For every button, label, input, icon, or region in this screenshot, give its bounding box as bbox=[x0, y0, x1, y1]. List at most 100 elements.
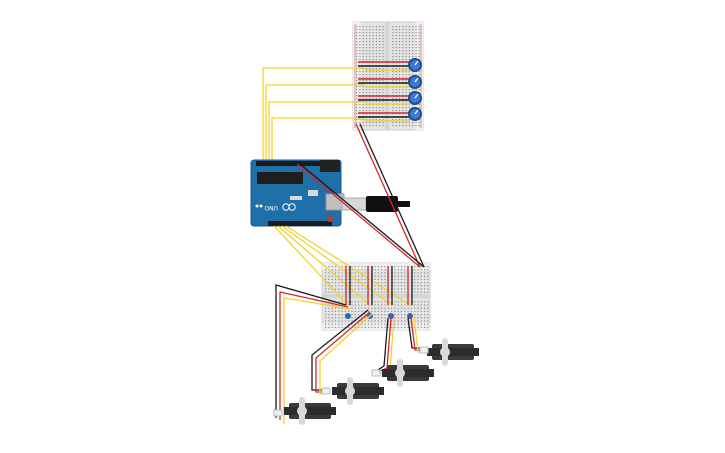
breadboard-hole bbox=[417, 317, 419, 319]
breadboard-hole bbox=[384, 314, 386, 316]
breadboard-hole bbox=[375, 59, 377, 61]
breadboard-hole bbox=[402, 89, 404, 91]
breadboard-hole bbox=[427, 275, 429, 277]
breadboard-hole bbox=[351, 310, 353, 312]
breadboard-hole bbox=[325, 314, 327, 316]
breadboard-hole bbox=[397, 291, 399, 293]
breadboard-hole bbox=[384, 291, 386, 293]
breadboard-hole bbox=[328, 275, 330, 277]
breadboard-hole bbox=[397, 310, 399, 312]
servo-motor[interactable] bbox=[321, 377, 384, 405]
breadboard-hole bbox=[382, 80, 384, 82]
breadboard-hole bbox=[417, 291, 419, 293]
breadboard-hole bbox=[372, 80, 374, 82]
breadboard-hole bbox=[361, 304, 363, 306]
breadboard-hole bbox=[398, 80, 401, 82]
breadboard-hole bbox=[414, 291, 416, 293]
breadboard-hole bbox=[369, 122, 371, 124]
breadboard-hole bbox=[398, 32, 401, 34]
potentiometer[interactable] bbox=[408, 107, 422, 121]
breadboard-hole bbox=[405, 53, 407, 55]
breadboard-hole bbox=[358, 326, 360, 328]
breadboard-hole bbox=[338, 282, 340, 284]
breadboard-hole bbox=[392, 50, 394, 52]
servo-motor[interactable] bbox=[273, 397, 336, 425]
breadboard-hole bbox=[397, 320, 399, 322]
breadboard-hole bbox=[331, 266, 333, 268]
breadboard-hole bbox=[392, 29, 394, 31]
breadboard-hole bbox=[354, 317, 356, 319]
breadboard-hole bbox=[382, 74, 384, 76]
breadboard-hole bbox=[395, 77, 397, 79]
breadboard-hole bbox=[392, 59, 394, 61]
breadboard-hole bbox=[361, 269, 363, 271]
breadboard-hole bbox=[394, 317, 396, 319]
breadboard-hole bbox=[364, 288, 366, 290]
breadboard-hole bbox=[365, 98, 368, 100]
breadboard-hole bbox=[397, 317, 399, 319]
potentiometer[interactable] bbox=[408, 58, 422, 72]
breadboard-hole bbox=[341, 282, 343, 284]
breadboard-hole bbox=[384, 272, 386, 274]
breadboard-hole bbox=[331, 291, 333, 293]
breadboard-hole bbox=[391, 310, 393, 312]
breadboard-hole bbox=[379, 56, 381, 58]
breadboard-hole bbox=[362, 104, 364, 106]
breadboard-hole bbox=[405, 125, 407, 127]
arduino-uno-board[interactable]: UNO bbox=[250, 159, 345, 227]
breadboard-hole bbox=[375, 53, 377, 55]
breadboard-hole bbox=[364, 272, 366, 274]
breadboard-hole bbox=[362, 47, 364, 49]
breadboard-hole bbox=[379, 47, 381, 49]
breadboard-hole bbox=[341, 272, 343, 274]
breadboard-hole bbox=[392, 98, 394, 100]
breadboard-hole bbox=[356, 98, 358, 100]
breadboard-hole bbox=[372, 35, 374, 37]
breadboard-hole bbox=[402, 32, 404, 34]
breadboard-hole bbox=[395, 71, 397, 73]
breadboard-hole bbox=[394, 291, 396, 293]
breadboard-hole bbox=[382, 98, 384, 100]
breadboard-hole bbox=[361, 291, 363, 293]
breadboard-hole bbox=[398, 119, 401, 121]
servo-motor[interactable] bbox=[419, 338, 479, 366]
breadboard-hole bbox=[382, 119, 384, 121]
breadboard-hole bbox=[395, 74, 397, 76]
breadboard-hole bbox=[356, 74, 358, 76]
breadboard-hole bbox=[424, 307, 426, 309]
breadboard-hole bbox=[418, 125, 420, 127]
breadboard-hole bbox=[356, 71, 358, 73]
breadboard-hole bbox=[338, 307, 340, 309]
breadboard-hole bbox=[415, 35, 417, 37]
breadboard-hole bbox=[371, 326, 373, 328]
breadboard-hole bbox=[381, 301, 383, 303]
breadboard-hole bbox=[362, 89, 364, 91]
breadboard-hole bbox=[410, 307, 412, 309]
breadboard-hole bbox=[407, 307, 409, 309]
breadboard-hole bbox=[338, 278, 340, 280]
breadboard-hole bbox=[415, 56, 417, 58]
breadboard-hole bbox=[375, 44, 377, 46]
servo-motor[interactable] bbox=[371, 359, 434, 387]
breadboard-hole bbox=[424, 291, 426, 293]
potentiometer[interactable] bbox=[408, 75, 422, 89]
breadboard-hole bbox=[414, 275, 416, 277]
breadboard-hole bbox=[356, 116, 358, 118]
breadboard-hole bbox=[392, 47, 394, 49]
breadboard-hole bbox=[334, 269, 337, 271]
breadboard-hole bbox=[369, 50, 371, 52]
breadboard-hole bbox=[362, 41, 364, 43]
breadboard-hole bbox=[361, 275, 363, 277]
breadboard-hole bbox=[359, 50, 361, 52]
breadboard-hole bbox=[365, 41, 368, 43]
breadboard-hole bbox=[415, 38, 417, 40]
breadboard-hole bbox=[427, 304, 429, 306]
potentiometers bbox=[408, 58, 422, 121]
breadboard-hole bbox=[381, 266, 383, 268]
breadboard-hole bbox=[348, 323, 350, 325]
breadboard-hole bbox=[417, 326, 419, 328]
potentiometer[interactable] bbox=[408, 91, 422, 105]
breadboard-hole bbox=[374, 288, 376, 290]
breadboard-hole bbox=[395, 41, 397, 43]
breadboard-hole bbox=[359, 125, 361, 127]
